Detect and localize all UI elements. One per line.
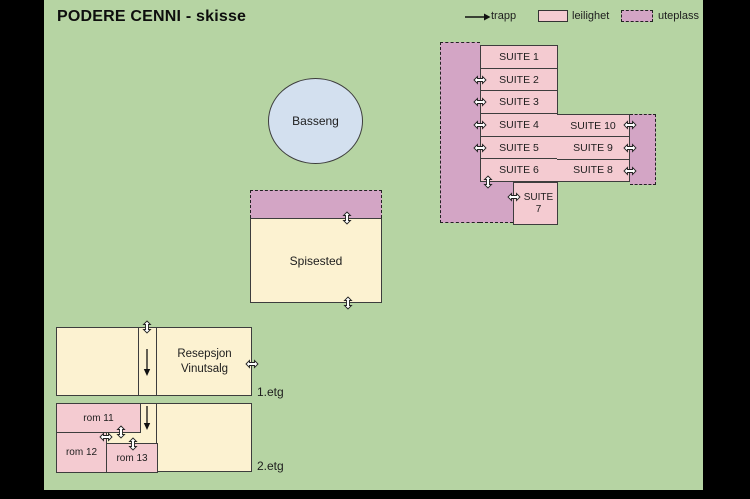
door-icon bbox=[473, 75, 487, 85]
stairs-arrow-icon bbox=[142, 349, 152, 377]
stairs-arrow-icon bbox=[142, 406, 152, 431]
suite-7-number: 7 bbox=[535, 203, 542, 215]
door-icon bbox=[142, 320, 152, 334]
room-11: rom 11 bbox=[56, 403, 141, 433]
reception-label: Resepsjon Vinutsalg bbox=[157, 327, 252, 396]
suites-wing: SUITE 10 SUITE 9 SUITE 8 bbox=[557, 114, 630, 182]
reception-line2: Vinutsalg bbox=[180, 362, 229, 375]
suite-row: SUITE 9 bbox=[557, 136, 629, 158]
suite-row: SUITE 2 bbox=[481, 67, 557, 91]
door-icon bbox=[473, 120, 487, 130]
pool-label: Basseng bbox=[292, 114, 339, 128]
suites-terrace-lower bbox=[480, 182, 513, 223]
door-icon bbox=[343, 296, 353, 310]
door-icon bbox=[342, 211, 352, 225]
terrace-swatch bbox=[621, 10, 653, 22]
door-icon bbox=[507, 192, 521, 202]
door-icon bbox=[245, 359, 259, 369]
legend-label-trapp: trapp bbox=[491, 10, 517, 22]
door-icon bbox=[473, 97, 487, 107]
suite-7-label: SUITE bbox=[523, 191, 554, 203]
door-icon bbox=[623, 166, 637, 176]
legend-label-uteplass: uteplass bbox=[658, 10, 699, 22]
floor1-tag: 1.etg bbox=[257, 385, 284, 399]
page-title: PODERE CENNI - skisse bbox=[57, 8, 247, 25]
dining-terrace bbox=[250, 190, 382, 218]
door-icon bbox=[623, 143, 637, 153]
suites-column: SUITE 1 SUITE 2 SUITE 3 SUITE 4 SUITE 5 … bbox=[480, 45, 558, 182]
reception-line1: Resepsjon bbox=[177, 347, 232, 360]
corridor-wall bbox=[156, 403, 157, 444]
suite-row: SUITE 6 bbox=[481, 158, 557, 181]
pool-circle: Basseng bbox=[268, 78, 363, 164]
suite-7-box: SUITE 7 bbox=[513, 182, 558, 225]
door-icon bbox=[483, 175, 493, 189]
reception-building bbox=[56, 327, 252, 396]
room-12: rom 12 bbox=[56, 432, 107, 473]
door-icon bbox=[99, 432, 113, 442]
suite-row: SUITE 4 bbox=[481, 113, 557, 136]
corridor-wall bbox=[138, 327, 139, 396]
suite-row: SUITE 10 bbox=[570, 119, 616, 132]
corridor-wall bbox=[156, 327, 157, 396]
dining-label: Spisested bbox=[289, 253, 343, 268]
suite-row: SUITE 3 bbox=[481, 90, 557, 113]
door-icon bbox=[128, 437, 138, 451]
door-icon bbox=[116, 425, 126, 439]
legend-label-leilighet: leilighet bbox=[572, 10, 610, 22]
suite-row: SUITE 1 bbox=[499, 50, 539, 63]
suite-row: SUITE 5 bbox=[481, 135, 557, 159]
apartment-swatch bbox=[538, 10, 568, 22]
door-icon bbox=[623, 120, 637, 130]
suite-row: SUITE 8 bbox=[557, 158, 629, 181]
suites-terrace-left bbox=[440, 42, 480, 223]
stairs-arrow-icon bbox=[465, 12, 491, 22]
door-icon bbox=[473, 143, 487, 153]
floor2-tag: 2.etg bbox=[257, 459, 284, 473]
dining-building: Spisested bbox=[250, 218, 382, 303]
